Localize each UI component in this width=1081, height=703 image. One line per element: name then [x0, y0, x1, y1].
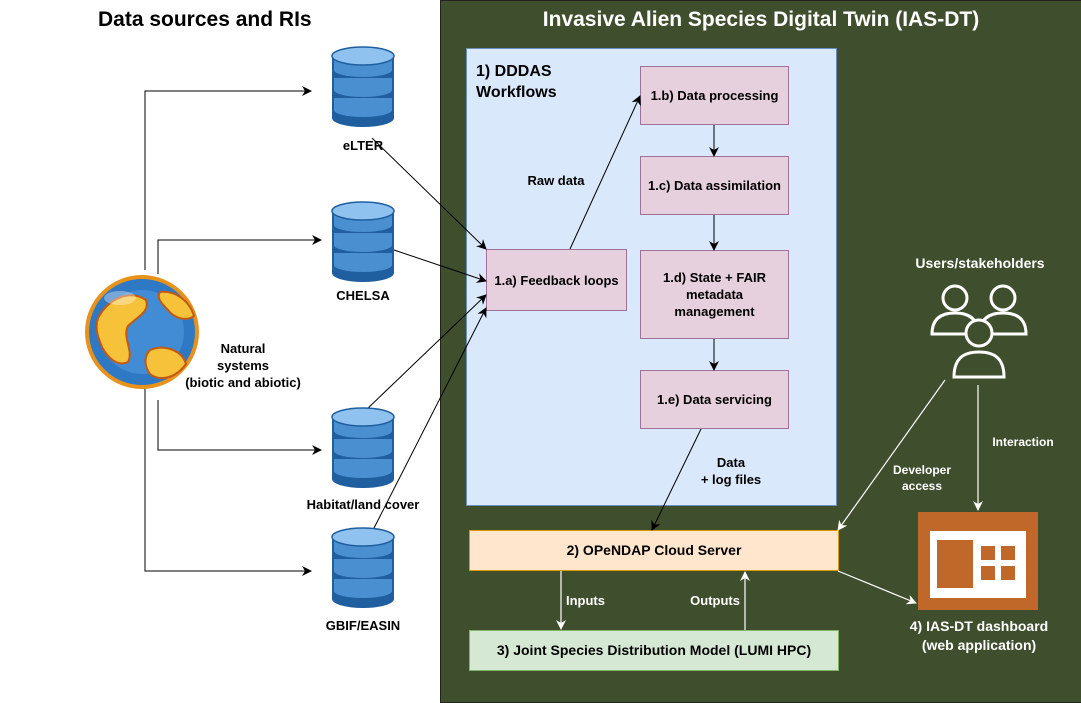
opendap-to-dashboard-connector: [837, 570, 917, 605]
opendap-server-label: 2) OPeNDAP Cloud Server: [566, 542, 742, 558]
data-servicing-box: 1.e) Data servicing: [640, 370, 789, 429]
sources-title: Data sources and RIs: [98, 8, 312, 31]
state-metadata-box: 1.d) State + FAIR metadata management: [640, 250, 789, 339]
dddas-title: 1) DDDAS Workflows: [476, 61, 557, 103]
developer-access-connector: [837, 379, 946, 531]
feedback-loops-box: 1.a) Feedback loops: [486, 249, 627, 311]
database-icon: [331, 407, 395, 488]
state-metadata-line: management: [674, 304, 755, 319]
natural-systems-line: systems: [216, 358, 270, 373]
database-icon: [331, 46, 395, 127]
globe-to-chelsa-connector: [157, 235, 322, 274]
natural-systems-label: Natural systems (biotic and abiotic): [176, 340, 310, 391]
raw-data-label: Raw data: [527, 173, 585, 188]
jsdm-label: 3) Joint Species Distribution Model (LUM…: [496, 642, 812, 658]
globe-to-gbif-connector: [144, 388, 312, 576]
dddas-title-line: Workflows: [476, 84, 557, 101]
chelsa-to-feedback-connector: [393, 249, 487, 283]
dashboard-label: 4) IAS-DT dashboard (web application): [893, 617, 1065, 655]
dashboard-label-line: 4) IAS-DT dashboard: [909, 618, 1049, 634]
habitat-label: Habitat/land cover: [306, 497, 420, 512]
gbif-label: GBIF/EASIN: [325, 618, 401, 633]
habitat-to-feedback-connector: [365, 294, 487, 411]
database-icon: [331, 527, 395, 608]
database-icon: [331, 201, 395, 282]
globe-to-elter-connector: [144, 86, 312, 270]
servicing-to-opendap-connector: [651, 428, 702, 531]
state-metadata-line: metadata: [685, 287, 744, 302]
feedback-loops-label: 1.a) Feedback loops: [494, 272, 619, 288]
data-processing-label: 1.b) Data processing: [650, 88, 779, 103]
elter-label: eLTER: [342, 138, 384, 153]
data-processing-box: 1.b) Data processing: [640, 66, 789, 125]
gbif-to-feedback-connector: [371, 307, 487, 533]
data-assimilation-label: 1.c) Data assimilation: [648, 178, 781, 193]
dashboard-icon: [918, 512, 1038, 610]
outputs-label: Outputs: [690, 593, 740, 608]
dashboard-label-line: (web application): [921, 637, 1037, 653]
users-stakeholders-label: Users/stakeholders: [915, 255, 1045, 271]
natural-systems-line: Natural: [220, 341, 266, 356]
inputs-label: Inputs: [566, 593, 605, 608]
state-metadata-line: 1.d) State + FAIR: [663, 270, 766, 285]
developer-access-line: Developer: [892, 463, 952, 477]
natural-systems-line: (biotic and abiotic): [185, 375, 301, 390]
users-icon: [930, 284, 1028, 379]
developer-access-line: access: [901, 479, 943, 493]
developer-access-label: Developer access: [875, 462, 969, 494]
interaction-label: Interaction: [992, 435, 1054, 449]
twin-title: Invasive Alien Species Digital Twin (IAS…: [542, 8, 980, 31]
jsdm-box: 3) Joint Species Distribution Model (LUM…: [469, 630, 839, 671]
dddas-title-line: 1) DDDAS: [476, 63, 552, 80]
feedback-to-processing-connector: [569, 95, 641, 250]
globe-icon: [85, 275, 199, 389]
chelsa-label: CHELSA: [336, 288, 390, 303]
globe-to-habitat-connector: [157, 400, 322, 455]
data-log-files-line: Data: [716, 455, 746, 470]
opendap-server-box: 2) OPeNDAP Cloud Server: [469, 530, 839, 571]
data-servicing-label: 1.e) Data servicing: [657, 392, 772, 407]
elter-to-feedback-connector: [371, 137, 487, 250]
data-log-files-line: + log files: [700, 472, 762, 487]
data-log-files-label: Data + log files: [676, 454, 786, 488]
